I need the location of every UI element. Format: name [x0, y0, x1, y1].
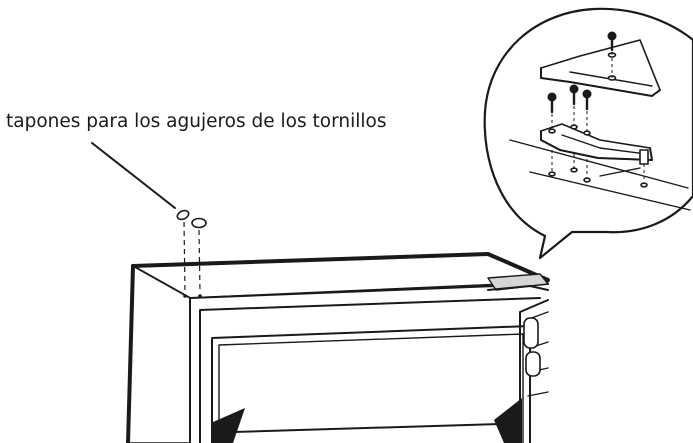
door-inner-line [218, 333, 524, 443]
magnified-detail-bubble [483, 7, 693, 260]
screw-hole-plugs-label: tapones para los agujeros de los tornill… [6, 111, 387, 132]
refrigerator-cabinet [126, 252, 550, 443]
screw-hole-right [198, 294, 202, 298]
door-corner-wedge-right [494, 398, 522, 443]
screw-hole-plugs [176, 209, 207, 293]
cabinet-front-frame [189, 297, 541, 443]
top-hinge-area [487, 273, 549, 443]
callout-leader-line [91, 142, 176, 209]
screw-hole-left [183, 294, 187, 298]
plug-icon [176, 209, 190, 221]
cabinet-top-edge [131, 252, 550, 282]
upper-hinge-plate [540, 39, 661, 97]
screw-icon [582, 89, 592, 178]
door-corner-wedge-left [213, 408, 245, 443]
cabinet-surface-in-bubble [509, 139, 691, 211]
plug-icon [191, 217, 207, 229]
cabinet-left-side [127, 265, 191, 443]
screw-icon [547, 92, 557, 172]
lower-hinge-bracket [540, 123, 653, 182]
screw-icon [607, 31, 617, 78]
